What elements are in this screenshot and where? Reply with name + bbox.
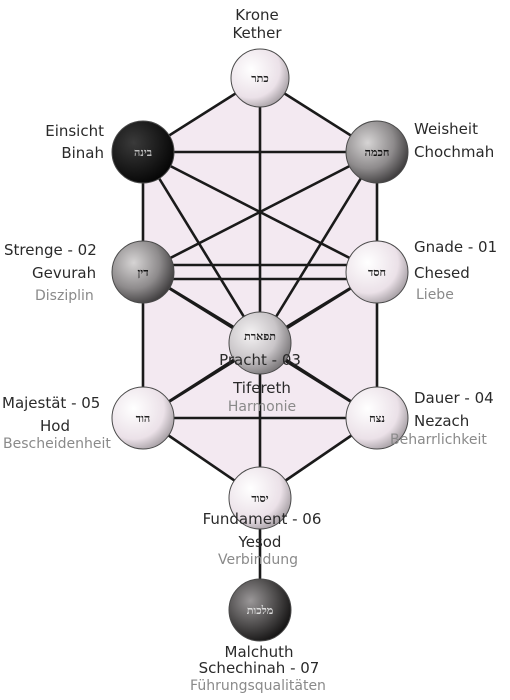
gevurah-german-label: Strenge - 02 xyxy=(4,241,97,259)
tifereth-quality-label: Harmonie xyxy=(227,399,297,415)
hebrew-letters: כתר בינה חכמה דין חסד תפארת הוד נצח יסוד… xyxy=(134,72,389,617)
yesod-sphere xyxy=(228,466,292,530)
hod-hebrew: הוד xyxy=(136,412,150,425)
path-chochmah-tifereth xyxy=(258,151,379,344)
hod-sphere xyxy=(111,386,175,450)
yesod-name-label: Yesod xyxy=(238,533,282,551)
malchuth-name-label: Malchuth xyxy=(224,643,294,661)
nezach-name-label: Nezach xyxy=(414,412,470,430)
chochmah-german-label: Weisheit xyxy=(414,120,478,138)
path-chochmah-gevurah xyxy=(142,150,378,274)
chochmah-hebrew: חכמה xyxy=(365,146,390,159)
hod-quality-label: Bescheidenheit xyxy=(3,436,111,452)
binah-sphere xyxy=(111,120,175,184)
sephiroth-spheres xyxy=(111,48,409,642)
nezach-hebrew: נצח xyxy=(369,412,385,425)
chochmah-sphere xyxy=(345,120,409,184)
nezach-quality-label: Beharrlichkeit xyxy=(390,432,487,448)
binah-german-label: Einsicht xyxy=(45,122,104,140)
chesed-name-label: Chesed xyxy=(414,264,470,282)
malchuth-german-label: Schechinah - 07 xyxy=(198,659,320,677)
tifereth-hebrew: תפארת xyxy=(244,330,276,343)
binah-hebrew: בינה xyxy=(134,146,152,159)
gevurah-name-label: Gevurah xyxy=(32,264,97,282)
chochmah-name-label: Chochmah xyxy=(414,143,495,161)
gevurah-sphere xyxy=(111,240,175,304)
nezach-german-label: Dauer - 04 xyxy=(414,389,494,407)
gevurah-quality-label: Disziplin xyxy=(35,288,94,304)
kether-name-label: Kether xyxy=(232,24,282,42)
kether-hebrew: כתר xyxy=(251,72,269,85)
yesod-hebrew: יסוד xyxy=(251,492,268,505)
malchuth-hebrew: מלכות xyxy=(247,604,274,617)
gevurah-hebrew: דין xyxy=(138,266,149,279)
kether-german-label: Krone xyxy=(235,6,279,24)
tifereth-name-label: Tifereth xyxy=(233,379,291,397)
tifereth-german-label: Pracht - 03 xyxy=(219,351,301,369)
tifereth-sphere xyxy=(228,311,292,375)
chesed-german-label: Gnade - 01 xyxy=(414,238,498,256)
yesod-quality-label: Verbindung xyxy=(217,552,299,568)
malchuth-sphere xyxy=(228,578,292,642)
chesed-sphere xyxy=(345,240,409,304)
chesed-quality-label: Liebe xyxy=(416,287,454,303)
malchuth-quality-label: Führungsqualitäten xyxy=(190,678,326,694)
yesod-german-label: Fundament - 06 xyxy=(202,510,322,528)
binah-name-label: Binah xyxy=(61,144,104,162)
kether-sphere xyxy=(230,48,290,108)
chesed-hebrew: חסד xyxy=(368,266,386,279)
path-binah-tifereth xyxy=(141,151,262,344)
hod-name-label: Hod xyxy=(40,417,70,435)
nezach-sphere xyxy=(345,386,409,450)
hod-german-label: Majestät - 05 xyxy=(2,394,101,412)
